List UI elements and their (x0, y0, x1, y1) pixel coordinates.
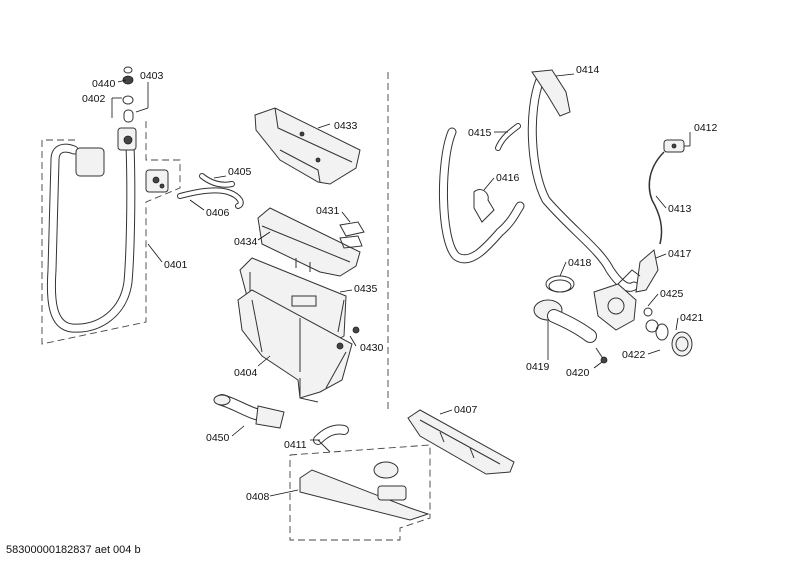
label-0415: 0415 (468, 127, 492, 139)
label-0420: 0420 (566, 367, 590, 379)
label-0417: 0417 (668, 248, 692, 260)
label-0403: 0403 (140, 70, 164, 82)
sensor-0417[interactable] (635, 249, 659, 293)
group-outline-sump (289, 444, 431, 541)
part-labels: 0440 0403 0402 0433 0414 0415 0412 0405 … (82, 64, 718, 503)
inlet-valve-0405[interactable] (145, 169, 169, 193)
label-0450: 0450 (206, 432, 230, 444)
drawer-0434[interactable] (257, 207, 361, 277)
label-0434: 0434 (234, 236, 258, 248)
gasket-0403[interactable] (122, 95, 134, 105)
filter-0402[interactable] (123, 109, 134, 123)
label-0435: 0435 (354, 283, 378, 295)
document-code: 58300000182837 aet 004 b (6, 544, 141, 556)
label-0407: 0407 (454, 404, 478, 416)
tube-0413[interactable] (648, 151, 665, 245)
label-0413: 0413 (668, 203, 692, 215)
pressure-switch-0412[interactable] (663, 139, 685, 153)
inlet-hose-0401[interactable] (46, 127, 137, 333)
label-0431: 0431 (316, 205, 340, 217)
label-0404: 0404 (234, 367, 258, 379)
dispenser-0404[interactable] (237, 289, 353, 403)
label-0433: 0433 (334, 120, 358, 132)
label-0414: 0414 (576, 64, 600, 76)
label-0406: 0406 (206, 207, 230, 219)
drain-hose-0414[interactable] (527, 69, 639, 292)
label-0440: 0440 (92, 78, 116, 90)
hose-0411[interactable] (313, 424, 349, 453)
siphon-0431[interactable] (339, 221, 365, 249)
label-0421: 0421 (680, 312, 704, 324)
label-0402: 0402 (82, 93, 106, 105)
label-0408: 0408 (246, 491, 270, 503)
leader-lines (111, 73, 691, 497)
label-0419: 0419 (526, 361, 550, 373)
filter-cap-0421[interactable] (655, 323, 693, 357)
hose-0415[interactable] (439, 123, 525, 264)
label-0416: 0416 (496, 172, 520, 184)
screw-0420[interactable] (595, 347, 608, 364)
drawer-cover-0433[interactable] (254, 107, 361, 185)
sump-0408[interactable] (299, 461, 430, 521)
label-0405: 0405 (228, 166, 252, 178)
label-0425: 0425 (660, 288, 684, 300)
label-0418: 0418 (568, 257, 592, 269)
label-0430: 0430 (360, 342, 384, 354)
group-outline-inlet-hose (41, 118, 181, 345)
clamp-0416[interactable] (473, 189, 495, 223)
label-0412: 0412 (694, 122, 718, 134)
bracket-0407[interactable] (407, 409, 515, 475)
label-0422: 0422 (622, 349, 646, 361)
hose-0450[interactable] (213, 394, 285, 429)
seal-0425[interactable] (643, 307, 659, 333)
hose-0406[interactable] (177, 173, 244, 209)
clamp-ring-0418[interactable] (545, 275, 575, 293)
washer-0440[interactable] (122, 66, 134, 85)
label-0401: 0401 (164, 259, 188, 271)
drain-pump-0422[interactable] (593, 269, 641, 331)
pump-inlet-hose-0419[interactable] (533, 299, 597, 343)
label-0411: 0411 (284, 439, 307, 451)
